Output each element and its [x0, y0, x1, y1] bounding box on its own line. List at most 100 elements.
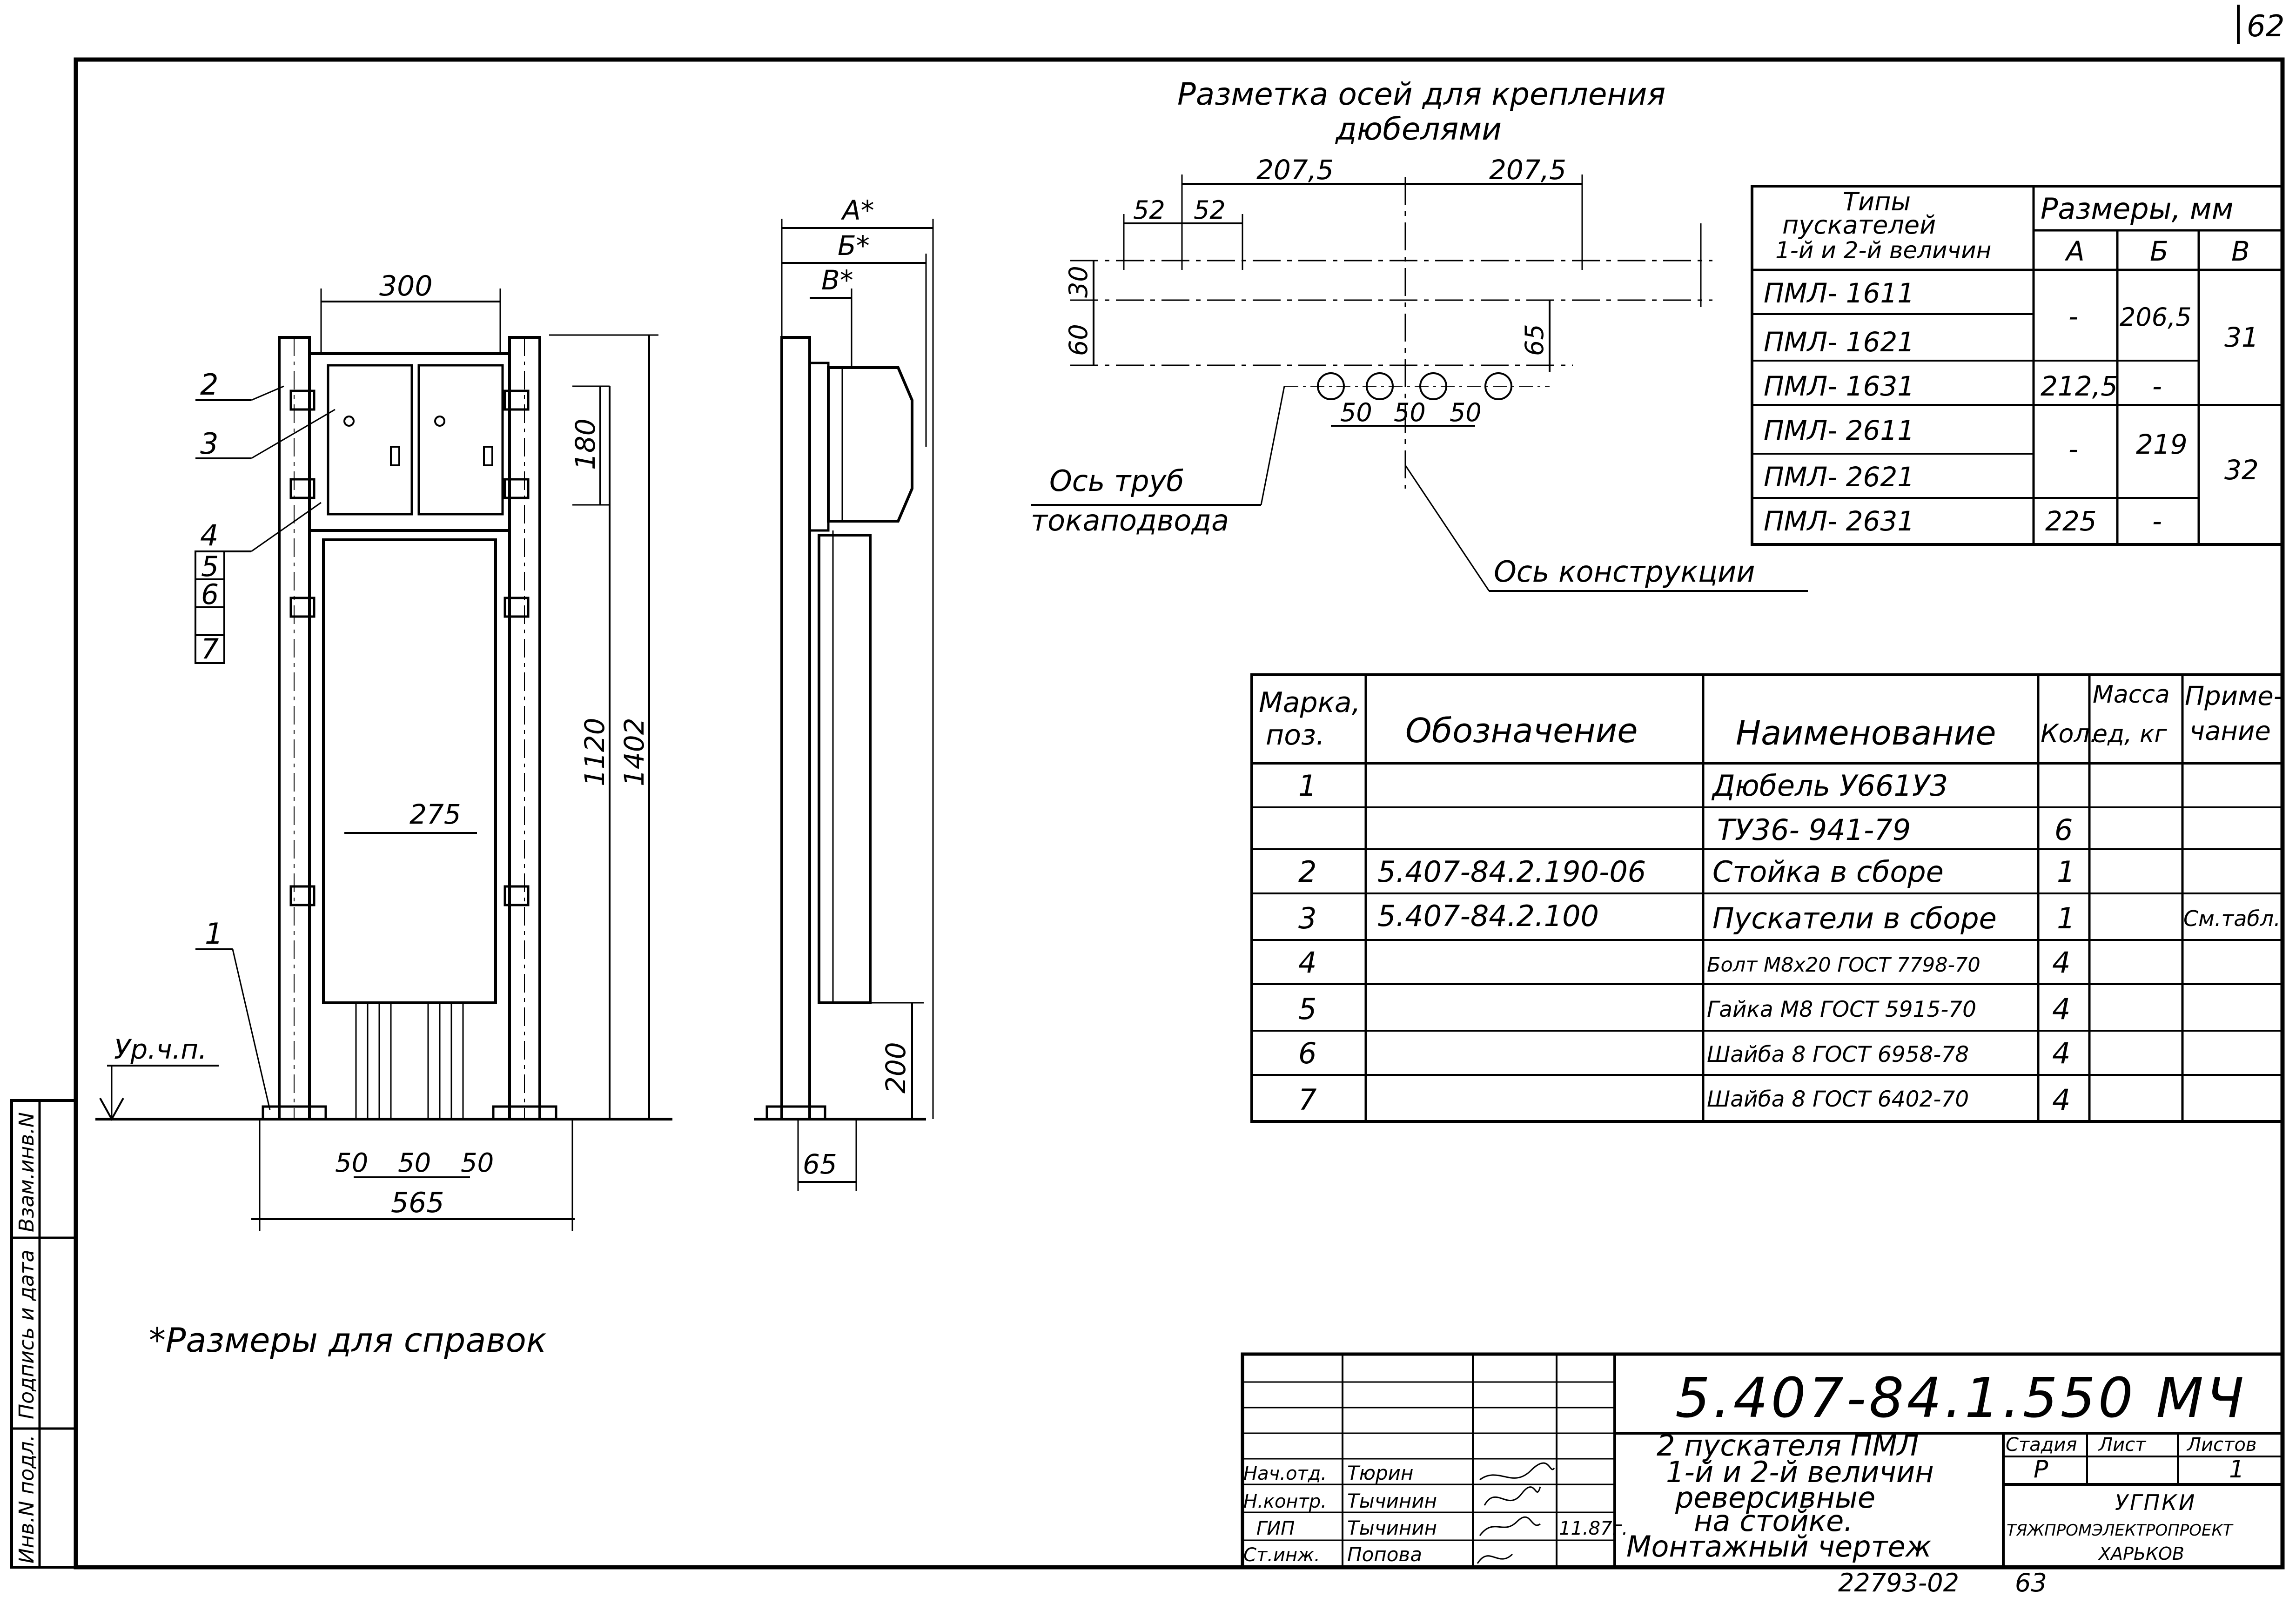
- org-line-2: ТЯЖПРОМЭЛЕКТРОПРОЕКТ: [2007, 1521, 2234, 1540]
- spec-row-3-pos: 2: [1298, 855, 1316, 889]
- dim-65-plan: 65: [1520, 324, 1549, 356]
- dim-180: 180: [570, 418, 601, 470]
- sizes-type-1: ПМЛ- 1611: [1764, 277, 1914, 309]
- stamp-inventory: Инв.N подл.: [15, 1435, 39, 1563]
- dim-1120: 1120: [579, 718, 611, 786]
- stage-label: Стадия: [2006, 1434, 2077, 1456]
- spec-row-4-name: Пускатели в сборе: [1712, 901, 1997, 935]
- footer-number: 22793-02: [1838, 1568, 1959, 1597]
- sheets-value: 1: [2229, 1456, 2244, 1483]
- axis-plan: [1031, 174, 1808, 592]
- spec-header-qty: Кол.: [2041, 719, 2098, 748]
- footer-page: 63: [2015, 1568, 2047, 1597]
- spec-row-5-name: Болт М8х20 ГОСТ 7798-70: [1707, 953, 1980, 977]
- sizes-header-sizes: Размеры, мм: [2041, 192, 2234, 226]
- dim-1402: 1402: [618, 718, 650, 786]
- role-4: Ст.инж.: [1243, 1544, 1320, 1566]
- front-view: [95, 289, 672, 1231]
- stamp-replaces: Взам.инв.N: [15, 1112, 39, 1232]
- spec-row-5-pos: 4: [1298, 946, 1316, 980]
- callout-5: 5: [201, 550, 219, 583]
- drawing-code: 5.407-84.1.550 МЧ: [1675, 1366, 2247, 1430]
- spec-header-designation: Обозначение: [1405, 711, 1638, 750]
- name-1: Тюрин: [1347, 1462, 1413, 1484]
- spec-row-4-pos: 3: [1298, 901, 1316, 935]
- label-construction-axis: Ось конструкции: [1494, 555, 1755, 589]
- axis-plan-title-1: Разметка осей для крепления: [1177, 76, 1665, 112]
- callout-1: 1: [205, 917, 223, 951]
- role-1: Нач.отд.: [1243, 1463, 1327, 1484]
- side-stamp: Взам.инв.N Подпись и дата Инв.N подл.: [10, 1099, 77, 1569]
- dim-52-b: 52: [1194, 195, 1226, 225]
- stamp-signature: Подпись и дата: [15, 1250, 39, 1419]
- floor-level-label: Ур.ч.п.: [114, 1033, 207, 1065]
- spec-header-mass-2: ед, кг: [2093, 720, 2167, 748]
- role-2: Н.контр.: [1243, 1491, 1327, 1512]
- spec-header-pos-1: Марка,: [1259, 686, 1361, 719]
- dim-v-star: В*: [821, 264, 853, 296]
- callout-3: 3: [200, 427, 218, 461]
- spec-row-7-name: Шайба 8 ГОСТ 6958-78: [1707, 1042, 1969, 1067]
- desc-line-4: на стойке.: [1694, 1504, 1853, 1538]
- spec-row-4-designation: 5.407-84.2.100: [1377, 899, 1599, 933]
- callout-2: 2: [200, 368, 218, 402]
- dim-b3: 50: [461, 1148, 494, 1178]
- sizes-b-3: 219: [2136, 429, 2188, 460]
- spec-row-7-pos: 6: [1298, 1036, 1316, 1070]
- sizes-header-types-2: пускателей: [1782, 210, 1936, 240]
- name-4: Попова: [1347, 1543, 1422, 1566]
- dim-b1: 50: [335, 1148, 368, 1178]
- signature-date: 11.87г.: [1559, 1518, 1628, 1539]
- sizes-type-5: ПМЛ- 2621: [1764, 461, 1914, 493]
- dim-p3: 50: [1450, 398, 1482, 427]
- spec-header-note-2: чание: [2189, 716, 2271, 746]
- dim-60: 60: [1064, 324, 1093, 356]
- spec-row-8-name: Шайба 8 ГОСТ 6402-70: [1707, 1087, 1969, 1112]
- sizes-table: [1751, 185, 2284, 546]
- dim-b-star: Б*: [838, 230, 870, 262]
- axis-plan-title-2: дюбелями: [1335, 111, 1502, 147]
- dim-b2: 50: [398, 1148, 431, 1178]
- callout-6: 6: [201, 578, 219, 611]
- dim-207-right: 207,5: [1489, 154, 1566, 186]
- dim-200: 200: [880, 1042, 912, 1094]
- name-2: Тычинин: [1347, 1490, 1437, 1512]
- spec-header-note-1: Приме-: [2185, 681, 2283, 711]
- dim-565: 565: [391, 1187, 444, 1219]
- desc-line-5: Монтажный чертеж: [1626, 1530, 1932, 1563]
- spec-row-6-name: Гайка М8 ГОСТ 5915-70: [1707, 997, 1976, 1022]
- org-line-3: ХАРЬКОВ: [2098, 1543, 2184, 1564]
- spec-row-1-pos: 1: [1298, 769, 1316, 803]
- callout-4: 4: [200, 518, 218, 552]
- sheets-label: Листов: [2186, 1434, 2256, 1456]
- dim-p1: 50: [1340, 398, 1372, 427]
- sizes-col-c: В: [2231, 235, 2250, 267]
- sizes-c-2: 32: [2224, 454, 2259, 486]
- spec-row-2-qty: 6: [2054, 813, 2073, 847]
- dim-52-a: 52: [1133, 195, 1165, 225]
- dim-p2: 50: [1394, 398, 1426, 427]
- sizes-a-3: -: [2068, 433, 2078, 465]
- sizes-header-types-3: 1-й и 2-й величин: [1775, 237, 1991, 264]
- sizes-b-4: -: [2152, 505, 2162, 537]
- dim-a-star: А*: [840, 195, 874, 226]
- callout-7: 7: [201, 633, 219, 665]
- desc-line-1: 2 пускателя ПМЛ: [1657, 1429, 1919, 1463]
- spec-row-2-name: ТУ36- 941-79: [1717, 813, 1911, 847]
- desc-line-3: реверсивные: [1675, 1481, 1875, 1515]
- dim-300: 300: [379, 270, 433, 302]
- sizes-type-6: ПМЛ- 2631: [1764, 505, 1914, 537]
- sizes-type-4: ПМЛ- 2611: [1764, 415, 1914, 446]
- sizes-b-2: -: [2152, 370, 2162, 402]
- spec-table: [1250, 673, 2284, 1123]
- sizes-col-b: Б: [2150, 235, 2168, 267]
- sheet-number: 62: [2247, 9, 2284, 44]
- label-pipe-axis-2: токаподвода: [1031, 503, 1229, 537]
- dim-207-left: 207,5: [1256, 154, 1334, 186]
- sizes-type-3: ПМЛ- 1631: [1764, 370, 1914, 402]
- dim-65-side: 65: [803, 1148, 837, 1180]
- spec-header-pos-2: поз.: [1266, 719, 1325, 752]
- title-block: [1241, 1352, 2284, 1569]
- spec-row-8-pos: 7: [1298, 1083, 1316, 1117]
